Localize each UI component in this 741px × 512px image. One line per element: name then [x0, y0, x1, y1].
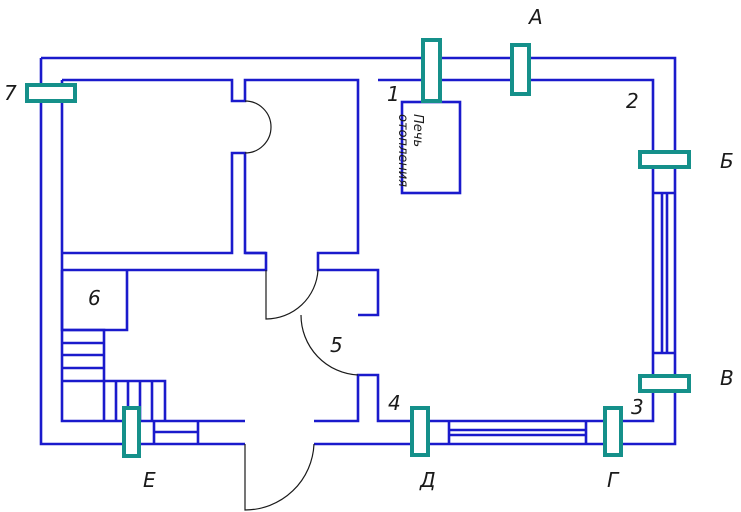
sensors	[25, 38, 691, 458]
sensor-v	[638, 374, 691, 393]
heating-stove: Печь отопления	[395, 100, 462, 195]
label-d: Д	[419, 468, 436, 492]
label-5: 5	[330, 333, 343, 357]
sensor-g	[603, 406, 623, 457]
stove-label-line-2: отопления	[395, 114, 410, 187]
label-6: 6	[88, 286, 101, 310]
point-labels: 1 2 3 4 5 6 7	[4, 81, 644, 419]
window-right	[653, 191, 675, 355]
stove-label-line-1: Печь	[410, 114, 425, 147]
stairs	[62, 328, 167, 421]
sensor-labels: А Б В Г Д Е	[143, 5, 734, 492]
label-v: В	[720, 366, 734, 390]
window-bottom	[447, 421, 588, 444]
sensor-7	[25, 83, 77, 103]
label-4: 4	[388, 391, 401, 415]
window-bottom-left	[152, 421, 200, 444]
sensor-chimney	[421, 38, 442, 103]
label-7: 7	[4, 81, 17, 105]
label-g: Г	[607, 468, 620, 492]
label-2: 2	[626, 89, 639, 113]
label-1: 1	[387, 82, 400, 106]
sensor-d	[410, 406, 430, 457]
label-e: Е	[143, 468, 156, 492]
label-b: Б	[720, 149, 734, 173]
sensor-e	[122, 406, 141, 458]
label-3: 3	[631, 395, 644, 419]
label-a: А	[527, 5, 543, 29]
door-swings	[244, 100, 359, 511]
sensor-b	[638, 150, 691, 169]
outer-walls	[39, 56, 677, 446]
sensor-a	[510, 43, 531, 96]
